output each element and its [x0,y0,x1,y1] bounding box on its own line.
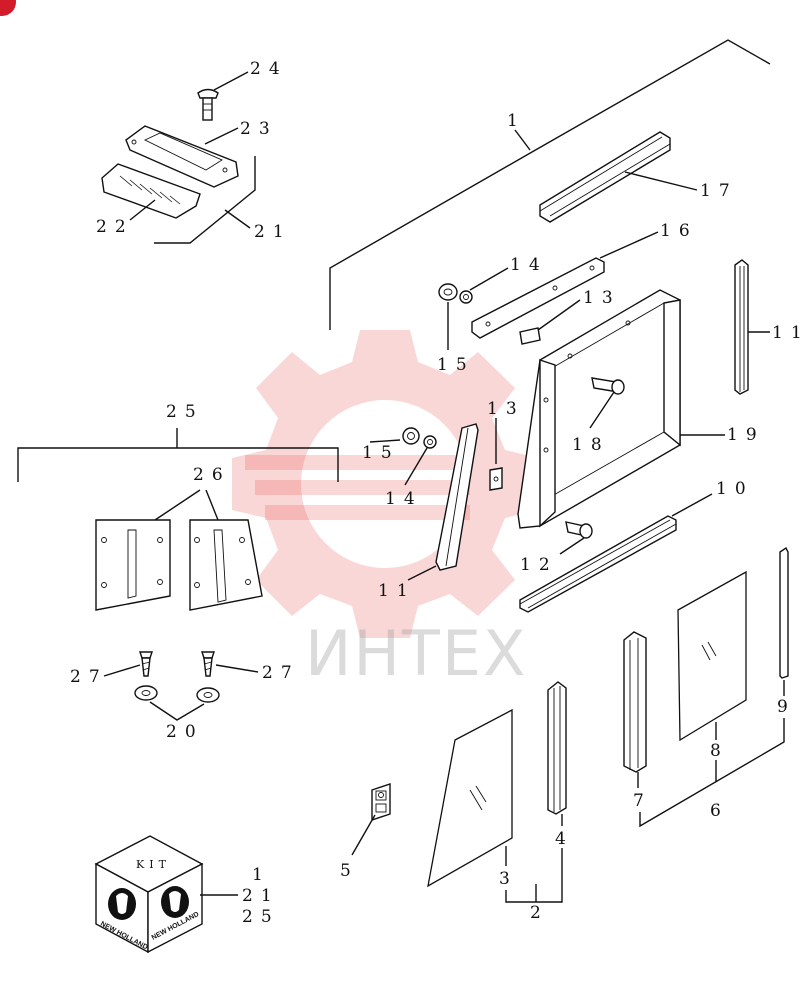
label-14b: 14 [385,489,423,509]
screw-27-left [139,651,153,677]
washer-20-right [196,687,220,703]
kit-label: KIT [136,858,171,871]
label-19: 19 [727,425,765,445]
label-13a: 13 [583,288,621,308]
bolt-12 [565,521,593,539]
label-25: 25 [166,402,204,422]
label-10: 10 [716,479,754,499]
bracket-20 [149,701,205,721]
label-26: 26 [193,465,231,485]
bracket-25 [17,447,339,482]
label-22: 22 [96,217,134,237]
watermark-logo: ИНТЕХ [232,330,538,690]
kit-ref-25: 25 [242,907,280,927]
corner-marker [0,0,16,16]
label-17: 17 [700,181,738,201]
label-16: 16 [660,221,698,241]
bracket-2 [505,848,563,903]
bracket-1 [329,39,771,330]
seal-11-right [734,259,749,395]
bolt-18 [591,377,625,395]
strip-9 [779,546,789,679]
bracket-6 [639,718,785,828]
step-plate-22 [101,163,201,219]
label-12: 12 [520,555,558,575]
seal-4 [547,681,567,815]
pad-26-right [189,519,263,611]
label-11a: 11 [378,581,416,601]
label-6: 6 [710,801,729,821]
washer-14-upper [459,290,473,304]
label-9: 9 [777,697,796,717]
rail-17 [539,131,671,223]
washer-14-lower [423,435,437,449]
watermark-text: ИНТЕХ [305,617,528,690]
label-27a: 27 [70,667,108,687]
nut-15-lower [402,427,420,445]
label-13b: 13 [487,399,525,419]
label-15a: 15 [437,355,475,375]
washer-20-left [134,685,158,701]
plate-23 [125,125,239,188]
label-5: 5 [340,861,359,881]
glass-3 [427,708,513,888]
kit-ref-21: 21 [242,886,280,906]
label-23: 23 [240,119,278,139]
label-4: 4 [555,829,574,849]
label-14a: 14 [510,255,548,275]
label-27b: 27 [262,663,300,683]
rail-10 [519,515,677,613]
screw-27-right [201,651,215,677]
nut-15-upper [438,283,458,301]
kit-box: KIT NEW HOLLAND NEW HOLLAND [94,835,204,954]
glass-8 [677,570,747,742]
frame-19 [517,289,681,529]
label-7: 7 [633,791,652,811]
seal-7 [623,631,647,773]
kit-ref-1: 1 [252,865,271,885]
clip-13-upper [519,327,541,345]
label-2: 2 [530,903,549,923]
clip-13-lower [489,467,503,491]
label-8: 8 [710,741,729,761]
rail-16 [471,257,605,339]
pad-26-left [95,519,171,611]
bolt-24 [197,88,219,121]
label-20: 20 [166,722,204,742]
latch-5 [371,783,391,821]
label-24: 24 [250,59,288,79]
bracket-21 [154,156,256,244]
label-21: 21 [254,222,292,242]
label-18: 18 [572,435,610,455]
label-15b: 15 [362,443,400,463]
post-11-left [435,423,479,571]
label-11b: 11 [772,323,810,343]
label-3: 3 [499,869,518,889]
label-1: 1 [507,111,526,131]
